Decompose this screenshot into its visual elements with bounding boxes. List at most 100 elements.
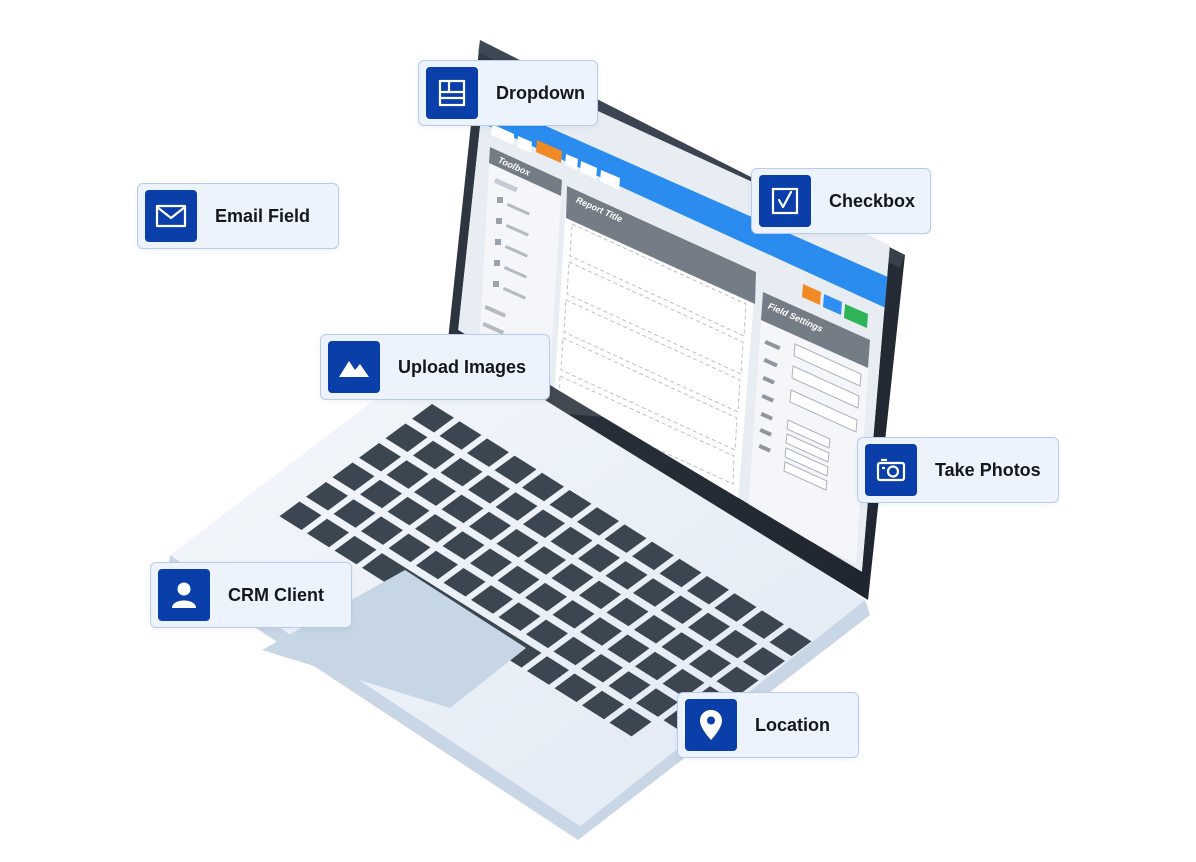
keyboard-key bbox=[688, 612, 730, 642]
email-field-callout: Email Field bbox=[137, 183, 339, 249]
keyboard-key bbox=[469, 511, 511, 541]
keyboard-key bbox=[333, 499, 376, 528]
keyboard-key bbox=[307, 518, 349, 548]
keyboard-key bbox=[497, 565, 540, 595]
button-orange bbox=[802, 284, 821, 305]
keyboard-key bbox=[578, 543, 620, 573]
keyboard-key bbox=[494, 455, 537, 485]
keyboard-key bbox=[471, 585, 513, 614]
keyboard-key bbox=[551, 563, 594, 592]
keyboard-key bbox=[439, 421, 482, 450]
keyboard-key bbox=[550, 526, 593, 556]
keyboard-key bbox=[526, 619, 568, 649]
keyboard-key bbox=[413, 440, 455, 470]
tab-active-orange bbox=[536, 140, 562, 163]
keyboard-key bbox=[523, 509, 565, 538]
keyboard-key bbox=[743, 647, 785, 676]
keyboard-key bbox=[660, 595, 703, 624]
keyboard-key bbox=[414, 477, 456, 506]
keyboard-key bbox=[606, 597, 649, 627]
dropdown-callout: Dropdown bbox=[418, 60, 598, 126]
keyboard-key bbox=[524, 546, 566, 575]
button-green bbox=[844, 304, 868, 328]
location-callout: Location bbox=[677, 692, 859, 758]
keyboard-key bbox=[633, 578, 675, 607]
app-header-bar bbox=[484, 100, 890, 310]
keyboard-key bbox=[443, 568, 486, 597]
keyboard-key bbox=[361, 516, 403, 545]
dropdown-label: Dropdown bbox=[496, 82, 585, 103]
email-field-label: Email Field bbox=[215, 205, 311, 226]
keyboard-key bbox=[659, 558, 702, 588]
keyboard-key bbox=[661, 632, 704, 661]
keyboard-key bbox=[386, 460, 429, 489]
keyboard-key bbox=[632, 541, 674, 571]
keyboard-key bbox=[604, 524, 647, 553]
keyboard-key bbox=[689, 649, 731, 678]
keyboard-key bbox=[552, 600, 595, 629]
upload-images-callout: Upload Images bbox=[320, 334, 550, 400]
keyboard-key bbox=[636, 688, 678, 717]
camera-icon bbox=[865, 444, 917, 496]
keyboard-key bbox=[607, 634, 650, 663]
keyboard-key bbox=[388, 533, 431, 563]
keyboard-key bbox=[527, 656, 569, 685]
keyboard-key bbox=[580, 617, 622, 646]
keyboard-key bbox=[416, 550, 458, 580]
image-icon bbox=[328, 341, 380, 393]
map-pin-icon bbox=[685, 699, 737, 751]
keyboard-key bbox=[332, 462, 375, 491]
upload-images-label: Upload Images bbox=[398, 356, 527, 377]
envelope-icon bbox=[145, 190, 197, 242]
keyboard-key bbox=[415, 514, 457, 543]
keyboard-key bbox=[334, 535, 377, 565]
keyboard-key bbox=[442, 531, 485, 560]
keyboard-key bbox=[498, 602, 541, 631]
keyboard-key bbox=[549, 490, 592, 519]
button-blue bbox=[823, 294, 842, 315]
keyboard-key bbox=[468, 475, 510, 504]
keyboard-key bbox=[440, 457, 483, 487]
keyboard-key bbox=[609, 707, 652, 737]
keyboard-key bbox=[470, 548, 512, 577]
keyboard-key bbox=[387, 496, 430, 526]
checkbox-callout: Checkbox bbox=[751, 168, 931, 234]
keyboard-key bbox=[279, 501, 322, 530]
keyboard-key bbox=[385, 423, 428, 452]
keyboard-key bbox=[496, 529, 539, 558]
checkbox-icon bbox=[759, 175, 811, 227]
keyboard-key bbox=[634, 615, 676, 644]
take-photos-callout: Take Photos bbox=[857, 437, 1059, 503]
keyboard-key bbox=[525, 582, 567, 612]
keyboard-key bbox=[554, 673, 597, 702]
keyboard-key bbox=[635, 651, 677, 681]
keyboard-key bbox=[581, 654, 623, 683]
keyboard-key bbox=[441, 494, 484, 524]
keyboard-key bbox=[687, 576, 729, 605]
dropdown-icon bbox=[426, 67, 478, 119]
keyboard-key bbox=[577, 507, 619, 536]
location-label: Location bbox=[755, 714, 830, 735]
keyboard-key bbox=[360, 479, 402, 509]
checkbox-label: Checkbox bbox=[829, 190, 916, 211]
crm-client-callout: CRM Client bbox=[150, 562, 352, 628]
keyboard-key bbox=[522, 472, 564, 502]
keyboard-key bbox=[359, 443, 401, 472]
keyboard-key bbox=[306, 482, 348, 511]
keyboard-key bbox=[412, 404, 454, 433]
keyboard-key bbox=[769, 627, 812, 657]
keyboard-key bbox=[714, 593, 757, 622]
crm-client-label: CRM Client bbox=[228, 584, 324, 605]
keyboard-key bbox=[608, 671, 651, 700]
keyboard-key bbox=[553, 636, 596, 666]
keyboard-key bbox=[495, 492, 538, 521]
keyboard-key bbox=[716, 666, 759, 696]
keyboard-key bbox=[579, 580, 621, 610]
keyboard-key bbox=[662, 668, 705, 698]
keyboard-key bbox=[715, 629, 758, 659]
user-icon bbox=[158, 569, 210, 621]
trackpad bbox=[262, 570, 526, 708]
keyboard-key bbox=[582, 690, 624, 720]
keyboard-key bbox=[467, 438, 509, 467]
